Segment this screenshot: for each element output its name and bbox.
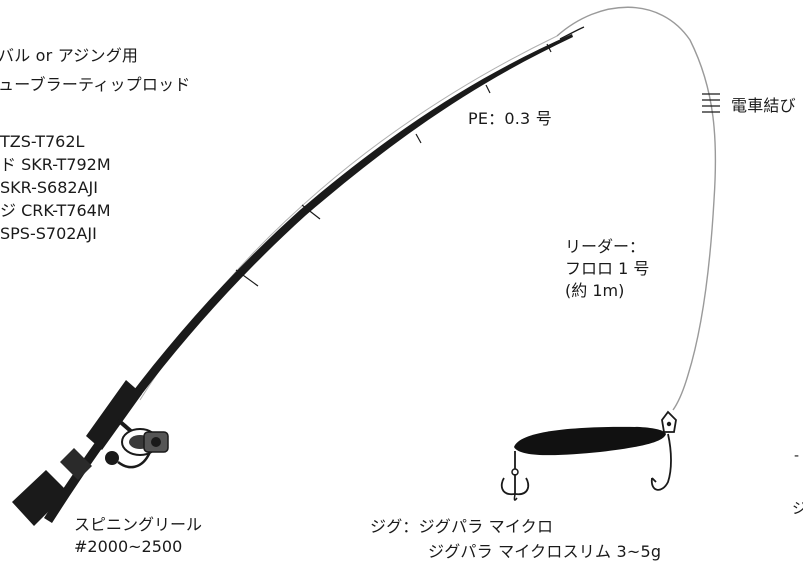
guide-3: [415, 133, 422, 144]
guide-5: [235, 269, 259, 287]
rod-model-item: TZS-T762L: [0, 132, 85, 151]
rod-model-list: TZS-T762L ド SKR-T792M SKR-S682AJI ジ CRK-…: [0, 130, 111, 245]
rod-blank: [44, 34, 573, 523]
guide-4: [301, 204, 321, 220]
jig-label-line1: ジグ：ジグパラ マイクロ: [370, 517, 554, 536]
main-line-label: PE：0.3 号: [468, 109, 552, 128]
rod-model-item: SPS-S702AJI: [0, 224, 97, 243]
edge-dash: -: [794, 448, 800, 464]
jig-label-line2: ジグパラ マイクロスリム 3~5g: [428, 542, 662, 561]
rod-tip: [559, 26, 585, 40]
spinning-reel-icon: [105, 418, 169, 469]
rod-grip: [12, 470, 68, 526]
knot-marks: [702, 93, 720, 113]
rod-line: [139, 35, 558, 401]
rod-model-item: ジ CRK-T764M: [0, 201, 111, 220]
rod-guides: [151, 43, 552, 373]
header-line1: バル or アジング用: [0, 46, 139, 65]
leader-line2: フロロ 1 号: [565, 259, 650, 278]
reel-line1: スピニングリール: [74, 515, 203, 534]
header-line2: ューブラーティップロッド: [0, 75, 191, 94]
reel-label: スピニングリール #2000~2500: [74, 514, 202, 558]
knot-label: 電車結び: [731, 96, 796, 115]
guide-1: [546, 43, 552, 53]
rod-model-item: SKR-S682AJI: [0, 178, 98, 197]
guide-2: [485, 84, 491, 94]
leader-line3: (約 1m): [565, 281, 625, 300]
edge-glyph: ジ: [792, 499, 803, 517]
rod-fore-grip: [86, 380, 142, 450]
jig-icon: [500, 410, 677, 501]
rod-model-item: ド SKR-T792M: [0, 155, 111, 174]
guide-6: [151, 349, 169, 373]
leader-line1: リーダー：: [565, 237, 646, 256]
leader-label: リーダー： フロロ 1 号 (約 1m): [565, 236, 649, 302]
rod-reel-seat: [60, 448, 92, 480]
main-line: [556, 6, 717, 411]
reel-line2: #2000~2500: [74, 537, 183, 556]
